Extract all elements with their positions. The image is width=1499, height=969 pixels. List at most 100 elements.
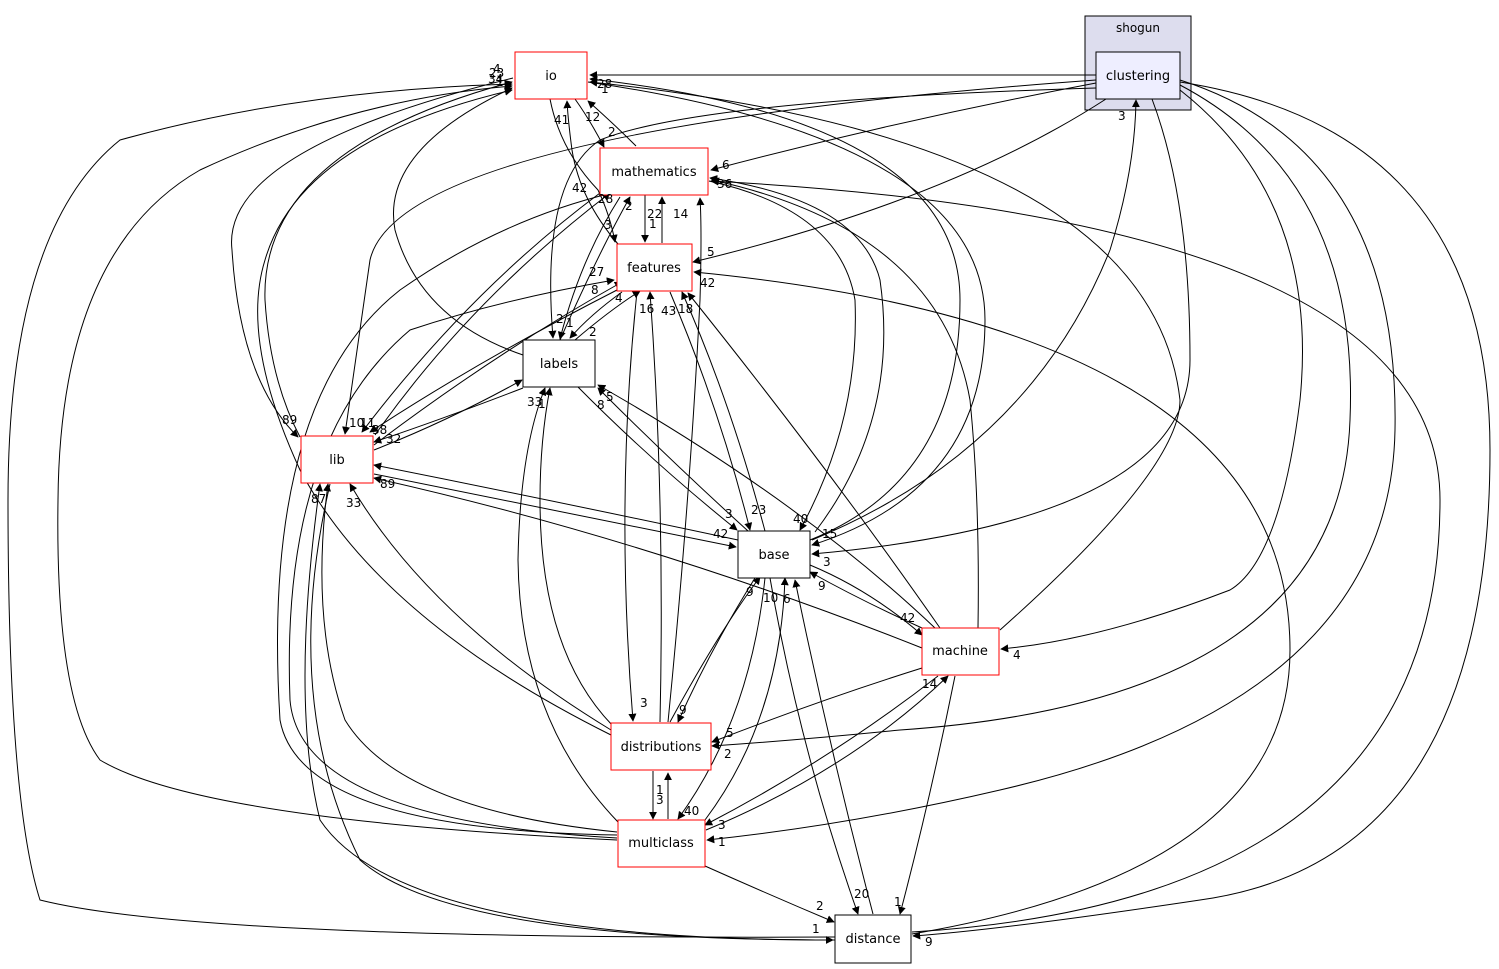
edge-label: 5 [707, 245, 715, 259]
edge-label: 42 [713, 527, 728, 541]
node-features[interactable]: features [616, 243, 693, 292]
cluster-label: shogun [1116, 21, 1160, 35]
edge-clustering-distributions [711, 84, 1352, 750]
edge-label: 2 [556, 312, 564, 326]
edge-labels-lib [373, 387, 524, 444]
edge-clustering-base [811, 98, 1191, 558]
edge-label: 4 [615, 291, 623, 305]
edge-label: 10 [349, 416, 364, 430]
edge-io-mathematics [574, 98, 605, 148]
edge-label: 2 [724, 747, 732, 761]
edge-machine-distributions [711, 667, 923, 744]
edge-labels-io [393, 87, 524, 356]
edge-machine-features [687, 292, 941, 629]
edge-label: 14 [922, 677, 937, 691]
edge-clustering-mathematics [710, 82, 1097, 173]
edge-distributions-features [646, 291, 662, 723]
node-label-clustering: clustering [1106, 69, 1170, 84]
edge-mathematics-base [708, 180, 856, 531]
edge-features-lib [369, 289, 618, 433]
node-lib[interactable]: lib [300, 435, 374, 484]
edge-label: 6 [722, 158, 730, 172]
edge-machine-mathematics [711, 177, 979, 629]
node-io[interactable]: io [514, 51, 588, 100]
edge-distance-lib [304, 483, 836, 941]
edge-label: 3 [823, 555, 831, 569]
edge-multiclass-machine [705, 675, 949, 831]
node-label-distance: distance [845, 932, 900, 947]
edge-lib-base [373, 473, 737, 550]
edge-machine-multiclass [704, 675, 939, 826]
edge-labels-base [576, 385, 738, 531]
node-distributions[interactable]: distributions [610, 722, 712, 771]
edge-label: 41 [554, 113, 569, 127]
edge-multiclass-mathematics [277, 190, 618, 836]
edge-label: 42 [900, 611, 915, 625]
edge-clustering-lib [342, 79, 1097, 435]
edge-io-lib [231, 77, 514, 438]
node-label-lib: lib [329, 453, 344, 468]
edge-io-features [549, 98, 618, 243]
edge-machine-base [809, 571, 923, 629]
edge-label: 10 [763, 591, 778, 605]
edge-distributions-base [669, 576, 761, 723]
edge-label: 14 [673, 207, 688, 221]
edge-label: 1 [649, 217, 657, 231]
edge-label: 1 [718, 835, 726, 849]
edge-label: 9 [679, 703, 687, 717]
edge-label: 3 [656, 793, 664, 807]
node-mathematics[interactable]: mathematics [599, 147, 709, 196]
node-labels[interactable]: labels [522, 339, 596, 388]
edge-lib-io [264, 80, 513, 438]
edge-distributions-mathematics [667, 197, 705, 723]
edge-label: 23 [751, 503, 766, 517]
edge-label: 2 [625, 199, 633, 213]
edge-base-machine [809, 564, 923, 636]
edge-distributions-io [257, 87, 612, 736]
node-multiclass[interactable]: multiclass [617, 819, 706, 868]
node-base[interactable]: base [737, 530, 811, 579]
edge-lib-labels [373, 379, 523, 451]
edge-label: 42 [700, 276, 715, 290]
edge-machine-distance [897, 675, 956, 915]
edge-base-io [589, 75, 961, 541]
edge-label: 2 [816, 899, 824, 913]
edge-label: 1 [601, 82, 609, 96]
edge-label: 1 [656, 783, 664, 797]
edge-label: 33 [346, 496, 361, 510]
edge-label: 4 [1013, 648, 1021, 662]
edge-label: 20 [854, 887, 869, 901]
edge-label: 5 [606, 390, 614, 404]
edge-label: 3 [640, 696, 648, 710]
node-distance[interactable]: distance [834, 914, 912, 964]
edge-mathematics-lib [361, 192, 601, 433]
edge-distance-mathematics [710, 177, 1441, 933]
edges [7, 70, 1491, 944]
edge-label: 18 [678, 302, 693, 316]
edge-distance-base [792, 579, 874, 915]
edge-lib-distance [310, 483, 834, 944]
edge-base-mathematics [709, 175, 885, 533]
node-machine[interactable]: machine [921, 627, 1000, 676]
edge-label: 40 [793, 512, 808, 526]
edge-label: 8 [591, 283, 599, 297]
node-label-mathematics: mathematics [611, 165, 696, 180]
edge-multiclass-base [704, 577, 789, 821]
edge-label: 12 [585, 110, 600, 124]
edge-label: 27 [589, 265, 604, 279]
edge-distance-io [7, 80, 836, 938]
edge-label: 6 [783, 592, 791, 606]
edge-clustering-features [692, 98, 1107, 265]
edge-lib-features [373, 281, 623, 446]
edge-base-multiclass [677, 577, 766, 820]
edge-label: 15 [822, 527, 837, 541]
edge-label: 11 [360, 416, 375, 430]
edge-label: 89 [380, 477, 395, 491]
node-label-features: features [627, 261, 681, 276]
node-clustering[interactable]: clustering [1095, 51, 1181, 100]
edge-label: 22 [647, 207, 662, 221]
node-label-multiclass: multiclass [628, 836, 694, 851]
edge-label: 2 [608, 125, 616, 139]
edge-base-labels [597, 387, 749, 532]
